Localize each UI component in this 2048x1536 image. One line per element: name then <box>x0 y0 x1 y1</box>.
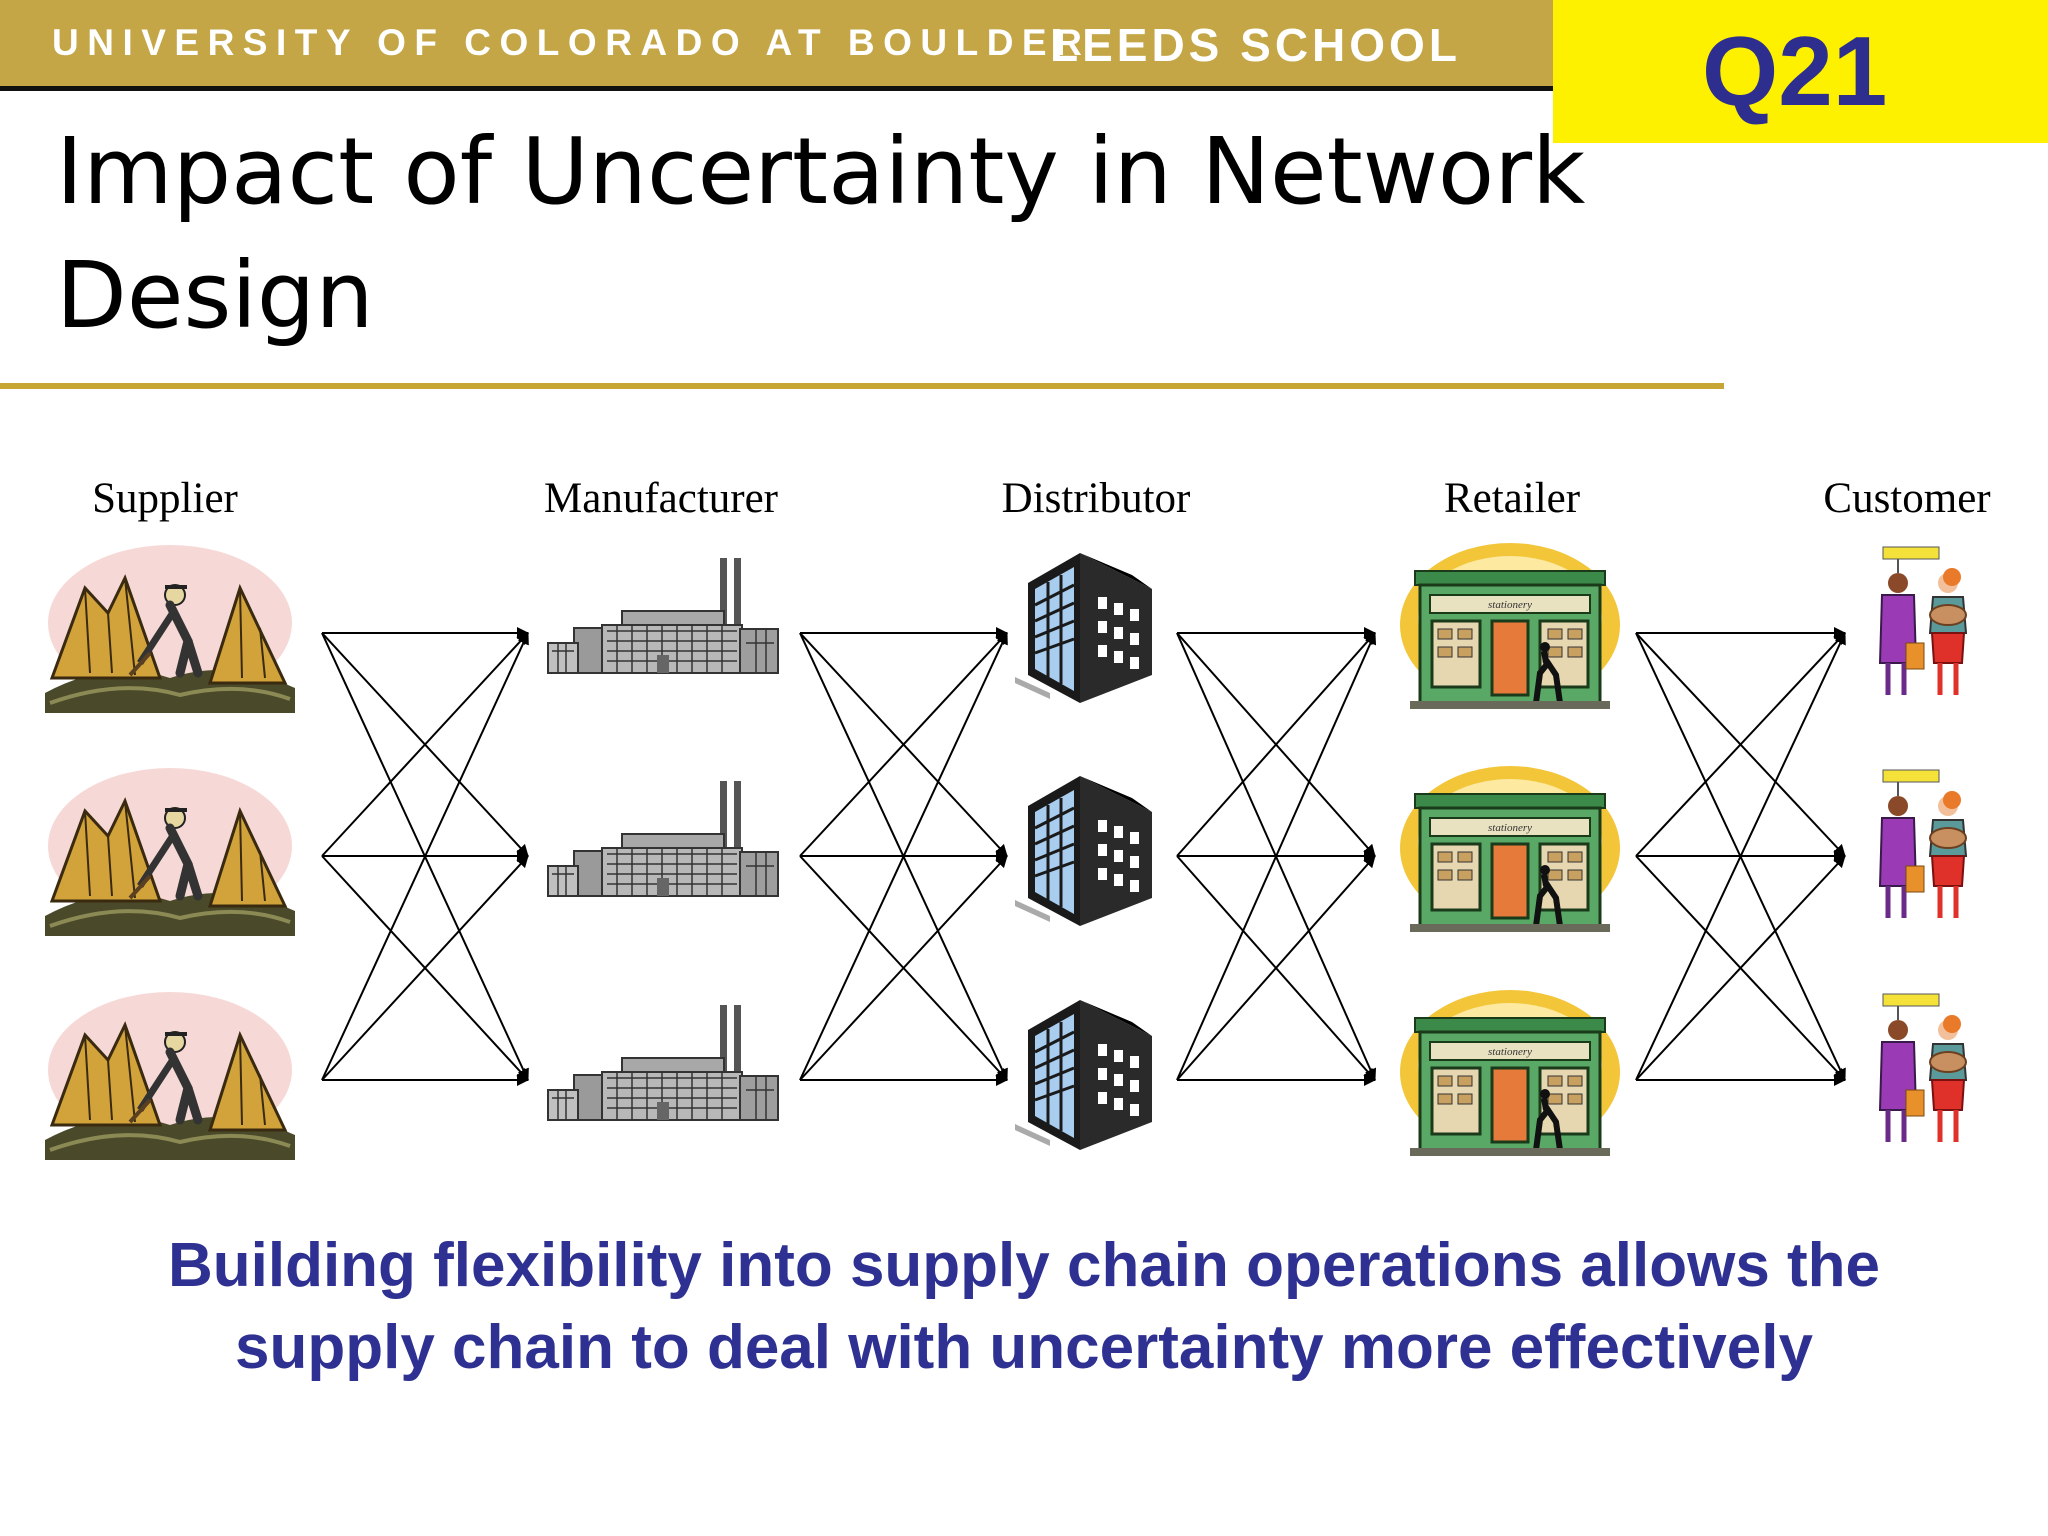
storefront-icon <box>1400 990 1620 1156</box>
flow-arrow <box>1635 632 1846 857</box>
flow-arrow <box>1176 855 1376 1081</box>
flow-arrow <box>799 855 1008 1081</box>
stage-label-manufacturer: Manufacturer <box>544 475 778 522</box>
flow-arrow <box>321 632 529 1081</box>
flow-arrow <box>321 632 529 857</box>
office-building-icon <box>1013 551 1154 705</box>
flow-arrow <box>1176 632 1376 857</box>
slide-title: Impact of Uncertainty in Network Design <box>56 118 1586 349</box>
flow-arrow <box>1635 855 1846 1081</box>
storefront-icon <box>1400 766 1620 932</box>
flow-arrow <box>799 632 1008 1081</box>
factory-icon <box>547 1004 779 1121</box>
flow-arrow <box>321 632 529 857</box>
title-divider <box>0 383 1724 389</box>
shoppers-icon <box>1880 547 1966 695</box>
flow-arrow <box>321 855 529 1081</box>
flow-arrow <box>799 855 1008 1081</box>
stage-label-retailer: Retailer <box>1443 475 1581 522</box>
stage-label-supplier: Supplier <box>92 475 238 522</box>
flow-arrow <box>1176 632 1376 857</box>
flow-arrow <box>1635 632 1846 1081</box>
stage-label-distributor: Distributor <box>1001 475 1191 522</box>
office-building-icon <box>1013 998 1154 1152</box>
farmer-icon <box>45 768 295 936</box>
flow-arrow <box>799 632 1008 857</box>
university-name: UNIVERSITY OF COLORADO AT BOULDER <box>52 22 1091 63</box>
flow-arrow <box>1176 632 1377 1081</box>
flow-arrow <box>1635 632 1846 857</box>
stage-label-customer: Customer <box>1823 475 1991 522</box>
storefront-icon <box>1400 543 1620 709</box>
header-banner: UNIVERSITY OF COLORADO AT BOULDER LEEDS … <box>0 0 1553 86</box>
flow-arrow <box>1635 855 1846 1081</box>
question-badge <box>1553 0 2048 143</box>
flow-arrow <box>321 632 529 1081</box>
farmer-icon <box>45 992 295 1160</box>
factory-icon <box>547 557 779 674</box>
flow-arrow <box>1635 632 1846 1081</box>
factory-icon <box>547 780 779 897</box>
takeaway-statement: Building flexibility into supply chain o… <box>167 1231 1881 1382</box>
office-building-icon <box>1013 774 1154 928</box>
question-number: Q21 <box>1702 16 1888 126</box>
flow-arrow <box>1176 855 1376 1081</box>
farmer-icon <box>45 545 295 713</box>
shoppers-icon <box>1880 994 1966 1142</box>
flow-arrow <box>799 632 1008 857</box>
banner-divider <box>0 86 1553 91</box>
flow-arrow <box>1176 632 1377 1081</box>
flow-arrow <box>321 855 529 1081</box>
school-name: LEEDS SCHOOL <box>1050 19 1461 71</box>
flow-arrow <box>799 632 1008 1081</box>
shoppers-icon <box>1880 770 1966 918</box>
